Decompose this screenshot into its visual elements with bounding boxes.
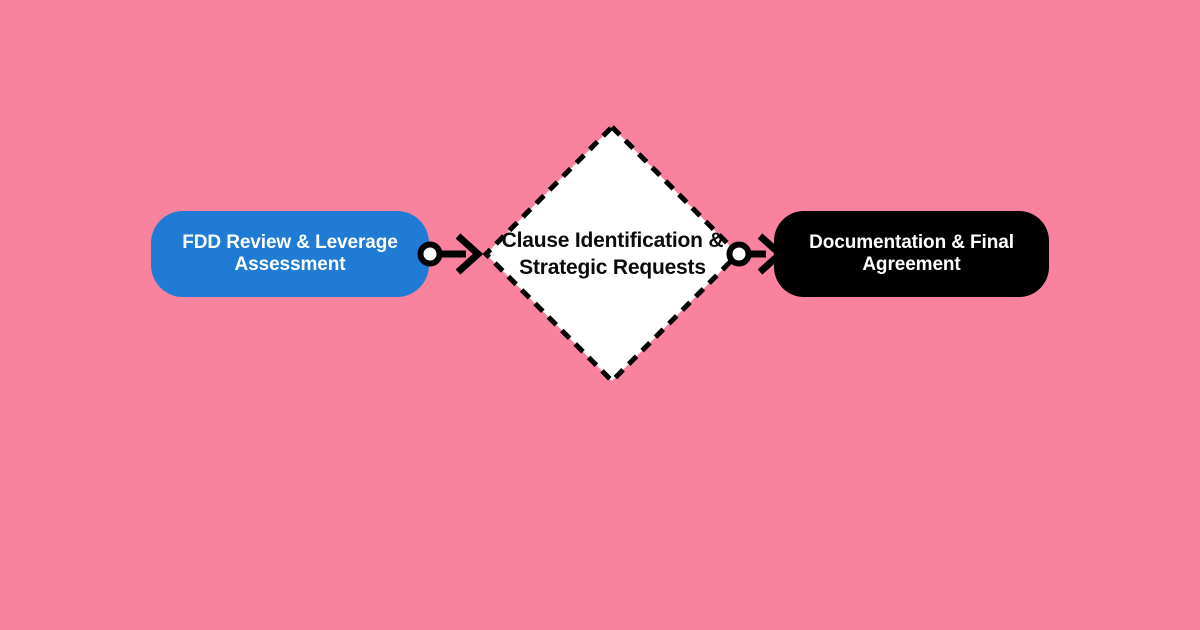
node-end[interactable] bbox=[774, 211, 1049, 297]
node-start[interactable] bbox=[151, 211, 429, 297]
node-decision-shape[interactable] bbox=[482, 123, 742, 385]
connector-start-circle-icon bbox=[417, 241, 443, 267]
connector-start-circle-icon bbox=[726, 241, 752, 267]
connector-arrowhead-icon bbox=[455, 233, 484, 275]
node-decision[interactable] bbox=[482, 123, 742, 385]
node-end-shape[interactable] bbox=[774, 211, 1049, 297]
connector-start-to-decision[interactable] bbox=[417, 233, 484, 275]
node-start-shape[interactable] bbox=[151, 211, 429, 297]
connector-decision-to-end[interactable] bbox=[726, 233, 786, 275]
